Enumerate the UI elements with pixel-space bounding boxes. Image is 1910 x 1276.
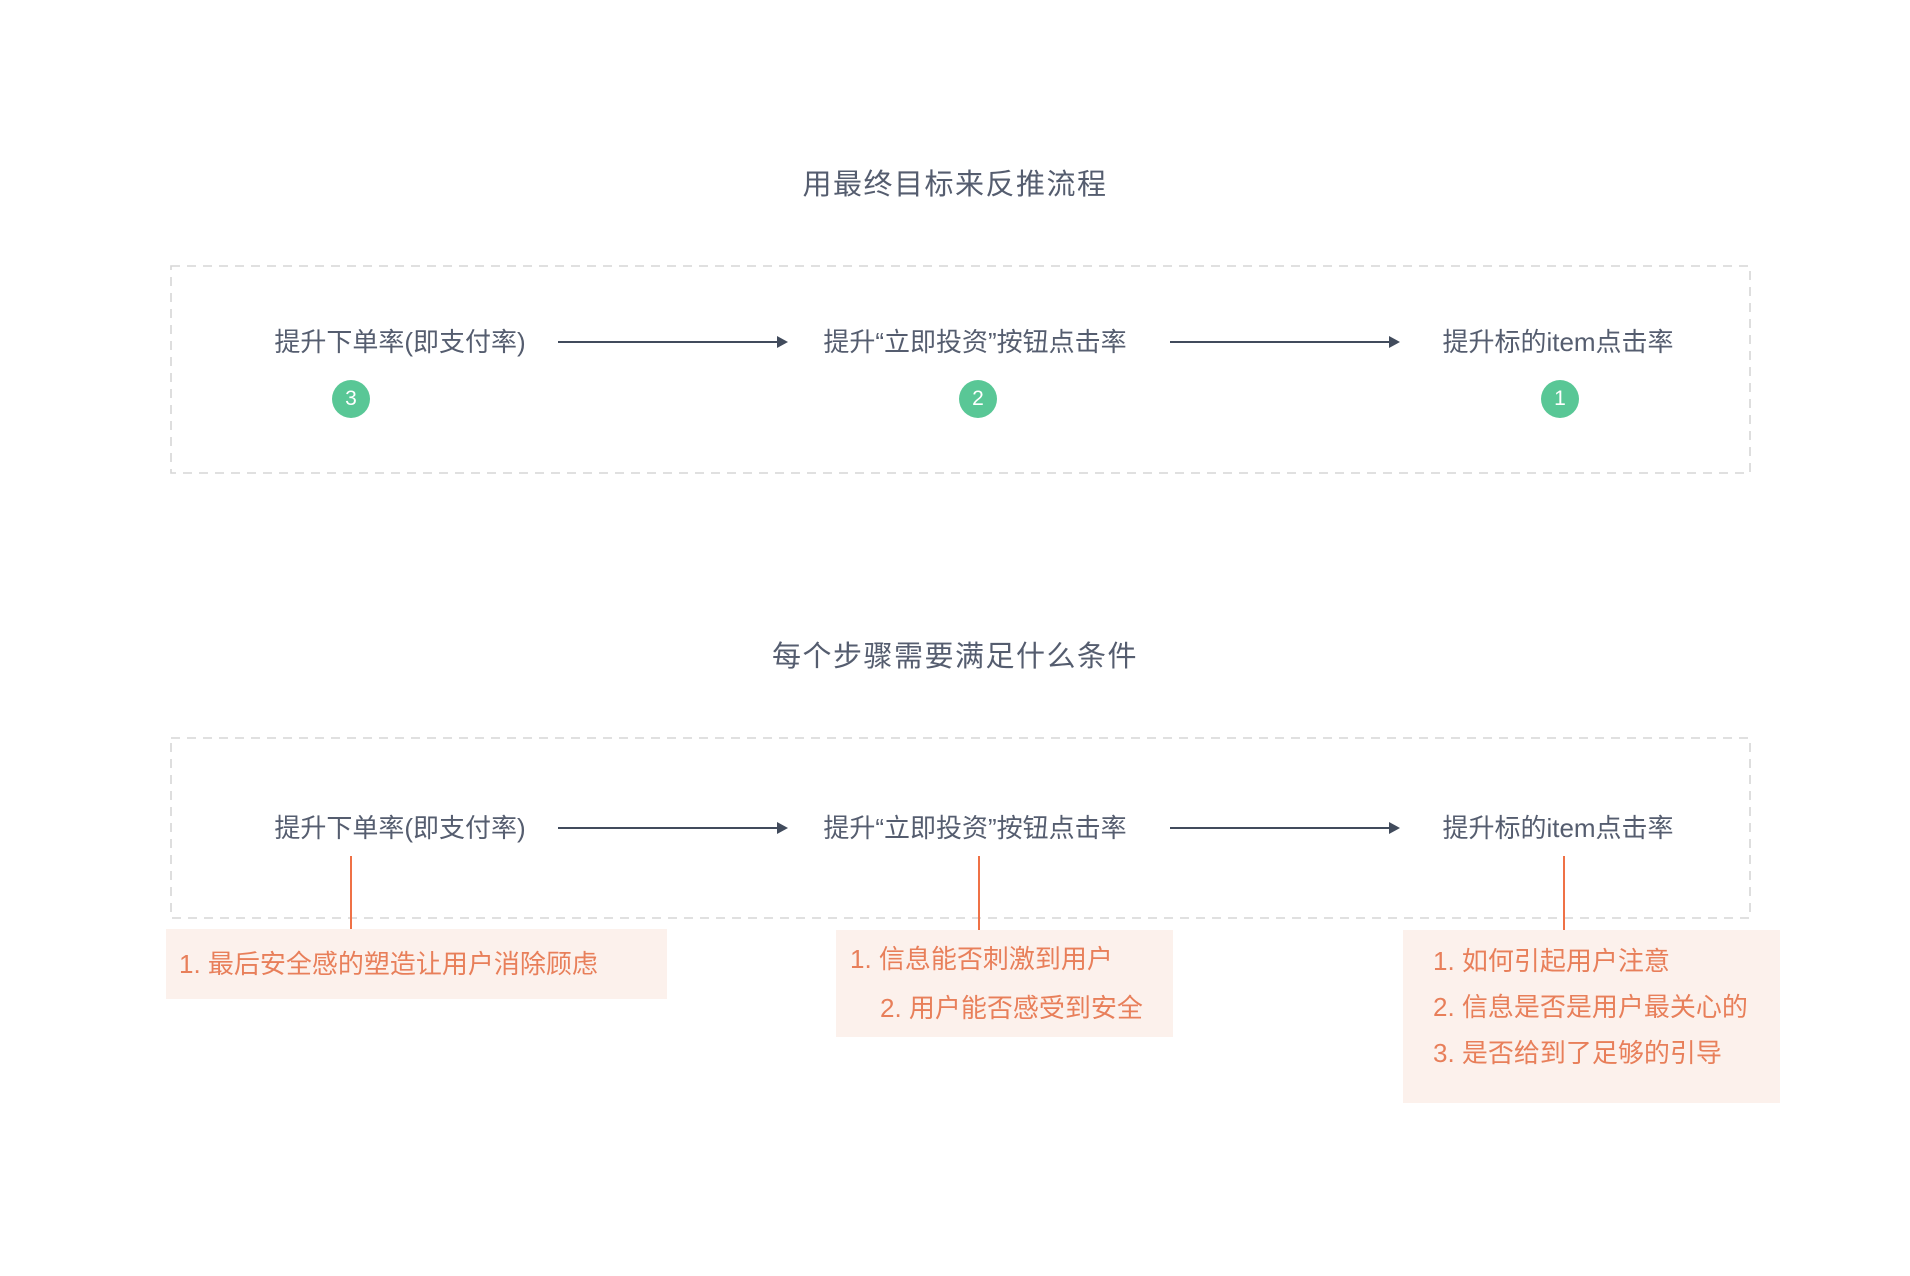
- annotation-list: 1. 如何引起用户注意 2. 信息是否是用户最关心的 3. 是否给到了足够的引导: [1403, 938, 1780, 1076]
- annotation-item: 2. 用户能否感受到安全: [880, 993, 1143, 1023]
- annotation-item: 1. 最后安全感的塑造让用户消除顾虑: [179, 949, 598, 979]
- section1-dashed-frame: [170, 265, 1751, 474]
- flow1-step-badge-3: 3: [332, 380, 370, 418]
- flow1-node-order-rate: 提升下单率(即支付率): [274, 327, 526, 357]
- annotation-item-click: 1. 如何引起用户注意 2. 信息是否是用户最关心的 3. 是否给到了足够的引导: [1403, 930, 1780, 1103]
- flow1-arrow-2-icon: [1170, 336, 1400, 348]
- annotation-item: 1. 信息能否刺激到用户: [850, 944, 1113, 974]
- flow2-arrow-2-icon: [1170, 822, 1400, 834]
- flow1-step-badge-1: 1: [1541, 380, 1579, 418]
- section2-dashed-frame: [170, 737, 1751, 919]
- annotation-order-rate: 1. 最后安全感的塑造让用户消除顾虑: [166, 929, 667, 999]
- flow2-node-item-click: 提升标的item点击率: [1442, 813, 1674, 843]
- section2-title: 每个步骤需要满足什么条件: [771, 641, 1138, 673]
- flow2-node-invest-button: 提升“立即投资”按钮点击率: [823, 813, 1127, 843]
- flow1-node-invest-button: 提升“立即投资”按钮点击率: [823, 327, 1127, 357]
- flow1-step-badge-2: 2: [959, 380, 997, 418]
- flow1-arrow-1-icon: [558, 336, 788, 348]
- connector-line-3-icon: [1563, 856, 1565, 930]
- annotation-list: 1. 最后安全感的塑造让用户消除顾虑: [166, 929, 667, 999]
- section1-title: 用最终目标来反推流程: [802, 169, 1108, 201]
- annotation-item: 1. 如何引起用户注意: [1433, 946, 1670, 976]
- annotation-list: 1. 信息能否刺激到用户 2. 用户能否感受到安全: [836, 935, 1173, 1033]
- flow1-node-item-click: 提升标的item点击率: [1442, 327, 1674, 357]
- connector-line-2-icon: [978, 856, 980, 930]
- flow2-node-order-rate: 提升下单率(即支付率): [274, 813, 526, 843]
- flow2-arrow-1-icon: [558, 822, 788, 834]
- connector-line-1-icon: [350, 856, 352, 930]
- annotation-item: 3. 是否给到了足够的引导: [1433, 1038, 1722, 1068]
- annotation-item: 2. 信息是否是用户最关心的: [1433, 992, 1748, 1022]
- annotation-invest-button: 1. 信息能否刺激到用户 2. 用户能否感受到安全: [836, 930, 1173, 1037]
